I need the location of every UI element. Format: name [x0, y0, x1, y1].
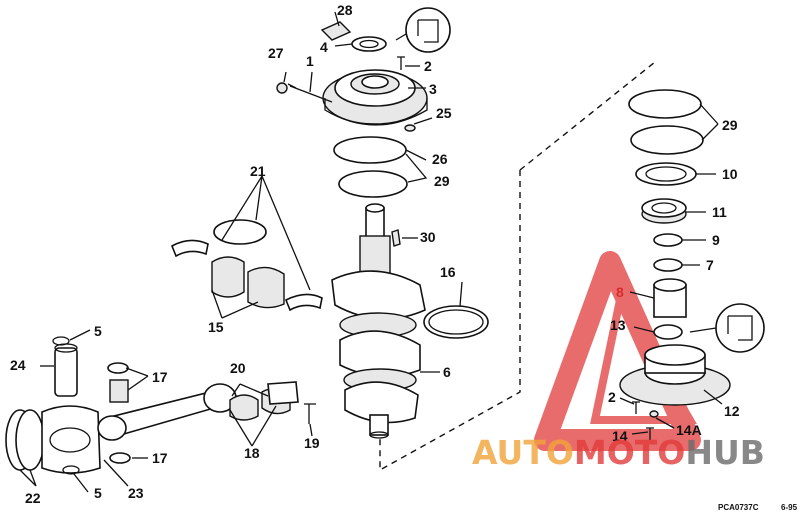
- nut-27: [276, 82, 288, 94]
- label-25: 25: [436, 105, 452, 121]
- needle-bearing-15a: [211, 256, 245, 298]
- washer-17-bottom: [109, 452, 131, 464]
- needle-bearing-17: [109, 379, 129, 403]
- crankshaft: [331, 203, 426, 439]
- key-30: [391, 229, 401, 247]
- label-21: 21: [250, 163, 266, 179]
- o-ring-29-right-b: [630, 125, 704, 155]
- label-2-bottom: 2: [608, 389, 616, 405]
- label-5-bottom: 5: [94, 485, 102, 501]
- label-15: 15: [208, 319, 224, 335]
- label-5-top: 5: [94, 323, 102, 339]
- seal-13: [653, 324, 683, 340]
- watermark-text: AUTOMOTOHUB: [472, 433, 765, 472]
- label-6: 6: [443, 364, 451, 380]
- watermark-hub: HUB: [685, 433, 765, 472]
- upper-bearing-cover: [322, 69, 428, 126]
- label-14a: 14A: [676, 422, 702, 438]
- watermark-auto: AUTO: [472, 433, 574, 472]
- screw-14: [646, 427, 654, 440]
- label-26: 26: [432, 151, 448, 167]
- label-28: 28: [337, 2, 353, 18]
- label-12: 12: [724, 403, 740, 419]
- label-3: 3: [429, 81, 437, 97]
- o-ring-26: [333, 136, 407, 164]
- washer-17-top: [107, 362, 129, 374]
- label-17-bottom: 17: [152, 450, 168, 466]
- bolt-1: [287, 83, 333, 103]
- gasket-10: [635, 162, 697, 186]
- label-29-right: 29: [722, 117, 738, 133]
- watermark-moto: MOTO: [574, 433, 685, 472]
- bearing-8: [653, 278, 687, 318]
- piston-ring-22b: [15, 409, 45, 471]
- ring-7: [653, 258, 683, 272]
- connecting-rod: [97, 383, 237, 441]
- label-13: 13: [610, 317, 626, 333]
- label-27: 27: [268, 45, 284, 61]
- figure-date: 6-95: [781, 503, 798, 512]
- piston-assembly: [5, 336, 101, 475]
- label-2-top: 2: [424, 58, 432, 74]
- label-10: 10: [722, 166, 738, 182]
- assembly-dashed-outline: [379, 61, 656, 472]
- seal-11: [641, 198, 687, 224]
- label-30: 30: [420, 229, 436, 245]
- label-18: 18: [244, 445, 260, 461]
- label-4: 4: [320, 39, 328, 55]
- label-16: 16: [440, 264, 456, 280]
- label-20: 20: [230, 360, 246, 376]
- label-1: 1: [306, 53, 314, 69]
- needle-bearing-15b: [247, 266, 285, 309]
- screw-2-bottom: [632, 401, 640, 414]
- piston-23: [41, 405, 101, 474]
- part-labels: 28 4 2 3 27 1 25 26 29 30 16 6 21 15 20 …: [10, 2, 740, 506]
- label-14: 14: [612, 428, 628, 444]
- seal-4: [351, 36, 387, 52]
- bearing-half-lower-right: [284, 293, 323, 312]
- label-7: 7: [706, 257, 714, 273]
- label-29-center: 29: [434, 173, 450, 189]
- bearing-half-upper-left: [170, 239, 209, 258]
- bolt-19: [304, 403, 316, 424]
- washer-14a: [649, 410, 659, 418]
- label-19: 19: [304, 435, 320, 451]
- label-22: 22: [25, 490, 41, 506]
- bracket-28: [320, 21, 352, 41]
- detail-callout-right: [689, 303, 765, 353]
- label-9: 9: [712, 232, 720, 248]
- bearing-ring-21: [213, 219, 267, 245]
- label-11: 11: [712, 204, 727, 220]
- lower-bearing-housing-12: [619, 344, 731, 406]
- o-ring-29-right-a: [628, 89, 702, 119]
- retaining-ring-16: [423, 305, 489, 339]
- o-ring-29-center: [338, 170, 408, 198]
- washer-9: [653, 233, 683, 247]
- rod-cap: [267, 381, 299, 405]
- label-23: 23: [128, 485, 144, 501]
- screw-2-top: [397, 56, 405, 70]
- label-24: 24: [10, 357, 26, 373]
- label-8: 8: [616, 284, 624, 300]
- piston-pin-24: [54, 347, 78, 397]
- clip-5-bottom: [62, 465, 80, 475]
- leader-lines: [19, 11, 723, 493]
- detail-callout-top: [395, 7, 451, 53]
- label-17-top: 17: [152, 369, 168, 385]
- washer-25: [404, 124, 416, 132]
- figure-code: PCA0737C: [718, 503, 759, 512]
